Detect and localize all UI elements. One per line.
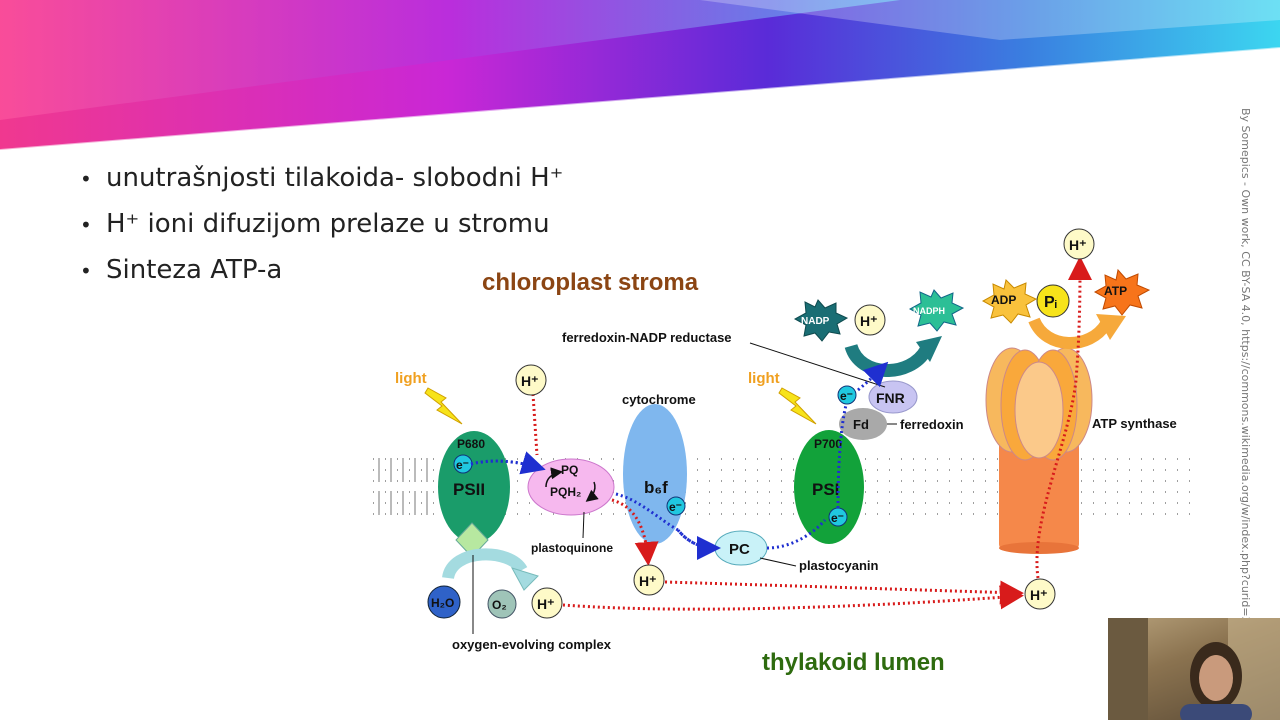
fnr-label: FNR [876, 390, 905, 406]
svg-text:e⁻: e⁻ [831, 511, 844, 525]
nadp-conversion-arrow [851, 346, 926, 371]
pc-label: PC [729, 541, 750, 558]
presenter-webcam [1108, 618, 1280, 720]
h-ion-lumen-b6f: H⁺ [634, 565, 664, 595]
pq-label: PQ [561, 463, 578, 477]
electron-psii: e⁻ [454, 455, 472, 473]
light-label: light [748, 370, 780, 387]
cytochrome-label: cytochrome [622, 392, 696, 407]
ferredoxin-label: ferredoxin [900, 417, 964, 432]
h-ion-stroma-psii: H⁺ [516, 365, 546, 395]
cytochrome-b6f [623, 404, 687, 544]
water-split-arrow [448, 554, 522, 578]
lightning-icon [425, 388, 462, 424]
h2o-molecule: H₂O [428, 586, 460, 618]
electron-psi: e⁻ [829, 508, 847, 526]
pi-molecule: Pᵢ [1037, 285, 1069, 317]
svg-text:Pᵢ: Pᵢ [1044, 294, 1057, 311]
svg-text:H⁺: H⁺ [1030, 587, 1048, 603]
oec-label: oxygen-evolving complex [452, 637, 612, 652]
svg-text:e⁻: e⁻ [669, 500, 682, 514]
svg-text:O₂: O₂ [492, 598, 507, 612]
light-label: light [395, 370, 427, 387]
svg-text:e⁻: e⁻ [840, 389, 853, 403]
svg-text:H⁺: H⁺ [1069, 237, 1087, 253]
electron-fnr: e⁻ [838, 386, 856, 404]
svg-text:e⁻: e⁻ [456, 458, 469, 472]
proton-path [665, 582, 1018, 593]
svg-text:H⁺: H⁺ [639, 573, 657, 589]
svg-text:H₂O: H₂O [431, 596, 454, 610]
plastoquinone-label: plastoquinone [531, 541, 613, 555]
fnr-full-label: ferredoxin-NADP reductase [562, 330, 732, 345]
b6f-label: b₆f [644, 478, 668, 497]
atp-conversion-arrow [1034, 320, 1106, 343]
psii-label: PSII [453, 480, 485, 499]
fd-label: Fd [853, 417, 869, 432]
h-ion-nadp: H⁺ [855, 305, 885, 335]
nadph-label: NADPH [913, 306, 945, 316]
stroma-label: chloroplast stroma [482, 269, 699, 296]
lumen-label: thylakoid lumen [762, 649, 945, 676]
svg-text:H⁺: H⁺ [860, 313, 878, 329]
p700-label: P700 [814, 437, 842, 451]
plastocyanin-label: plastocyanin [799, 558, 879, 573]
adp-label: ADP [991, 293, 1016, 307]
proton-path [563, 596, 1018, 609]
p680-label: P680 [457, 437, 485, 451]
electron-b6f: e⁻ [667, 497, 685, 515]
h-ion-stroma-atp: H⁺ [1064, 229, 1094, 259]
atp-synthase [986, 348, 1092, 554]
svg-text:H⁺: H⁺ [537, 596, 555, 612]
psi-label: PSI [812, 480, 839, 499]
lightning-icon [779, 388, 816, 424]
pqh2-label: PQH₂ [550, 485, 581, 499]
h-ion-lumen-psii: H⁺ [532, 588, 562, 618]
nadp-label: NADP [801, 316, 830, 327]
atp-label: ATP [1104, 284, 1127, 298]
o2-molecule: O₂ [488, 590, 516, 618]
atp-synthase-label: ATP synthase [1092, 416, 1177, 431]
h-ion-lumen-atp: H⁺ [1025, 579, 1055, 609]
svg-text:H⁺: H⁺ [521, 373, 539, 389]
